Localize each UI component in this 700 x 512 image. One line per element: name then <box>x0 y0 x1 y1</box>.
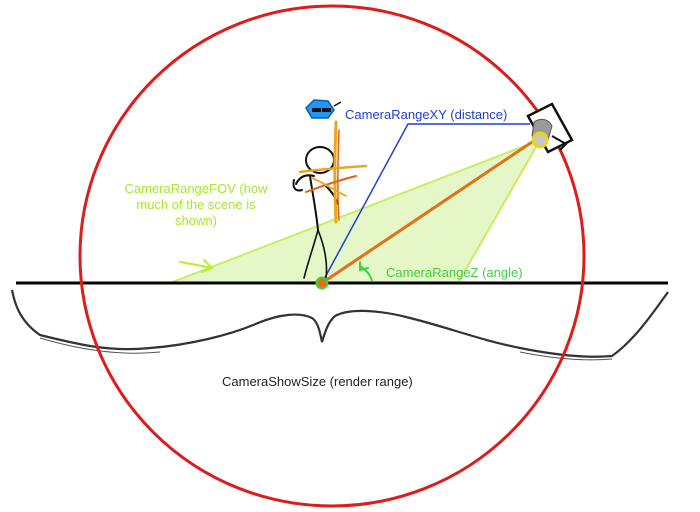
range-xy-line <box>321 123 530 284</box>
angle-arc <box>359 261 373 282</box>
stick-figure-icon <box>292 120 368 279</box>
range-circle <box>78 4 586 508</box>
fov-arrow <box>179 259 214 273</box>
show-size-curve <box>10 289 669 358</box>
sight-line <box>321 138 536 285</box>
range-z-label: CameraRangeZ (angle) <box>386 265 523 280</box>
show-size-label: CameraShowSize (render range) <box>222 374 413 389</box>
range-xy-label: CameraRangeXY (distance) <box>345 107 508 122</box>
target-point <box>315 276 329 290</box>
range-fov-label: CameraRangeFOV (how much of the scene is… <box>124 181 268 228</box>
blue-hat-icon <box>305 99 342 119</box>
camera-icon <box>526 102 574 154</box>
